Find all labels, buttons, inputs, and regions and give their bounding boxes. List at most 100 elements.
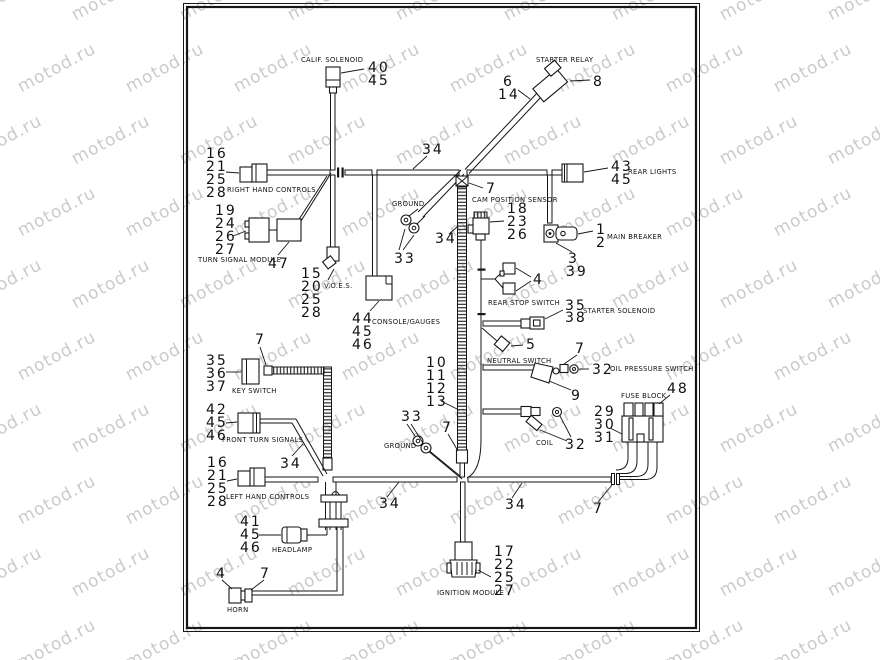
part-17: 17	[494, 544, 516, 560]
coil-label: COIL	[536, 439, 553, 447]
cam-position-sensor-label: CAM POSITION SENSOR	[472, 196, 558, 204]
turn-signal-module-label: TURN SIGNAL MODULE	[197, 256, 281, 264]
part-20: 20	[301, 279, 323, 295]
part-34-fts: 34	[280, 456, 302, 472]
part-28-rhc: 28	[206, 185, 228, 201]
part-28-voes: 28	[301, 305, 323, 321]
oil-pressure-switch-label: OIL PRESSURE SWITCH	[610, 365, 694, 373]
part-5: 5	[526, 337, 537, 353]
leader-stop-b	[515, 280, 532, 292]
part-45-console: 45	[352, 324, 374, 340]
key-switch-label: KEY SWITCH	[232, 387, 277, 395]
part-39: 39	[566, 264, 588, 280]
part-22: 22	[494, 557, 516, 573]
part-41: 41	[240, 514, 262, 530]
part-21-lhc: 21	[207, 468, 229, 484]
part-34-ribbed: 34	[435, 231, 457, 247]
part-7-top: 7	[486, 181, 497, 197]
leader-rear-lights	[583, 167, 609, 173]
leader-fts	[225, 421, 238, 424]
leader-breaker-b	[555, 242, 573, 253]
part-33-top: 33	[394, 251, 416, 267]
part-21-rhc: 21	[206, 159, 228, 175]
left-hand-controls-label: LEFT HAND CONTROLS	[226, 493, 309, 501]
leader-cam	[489, 220, 505, 223]
leader-coil-b	[559, 415, 572, 438]
leader-34-bl	[386, 481, 400, 498]
part-45-fts: 45	[206, 415, 228, 431]
leader-7-top	[468, 182, 484, 189]
front-turn-signals-label: FRONT TURN SIGNALS	[222, 436, 303, 444]
part-31: 31	[594, 430, 616, 446]
neutral-switch-label: NEUTRAL SWITCH	[487, 357, 551, 365]
part-6: 6	[503, 74, 514, 90]
front-turn-signals	[237, 412, 328, 477]
part-7-ribbed-bottom: 7	[442, 420, 453, 436]
part-8: 8	[593, 74, 604, 90]
right-hand-controls-connector	[239, 163, 268, 183]
part-36: 36	[206, 366, 228, 382]
part-3: 3	[568, 251, 579, 267]
part-7-horn: 7	[260, 566, 271, 582]
leader-7-horn	[250, 579, 265, 591]
part-4-stop: 4	[533, 272, 544, 288]
main-breaker-label: MAIN BREAKER	[607, 233, 662, 241]
starter-solenoid-connector	[482, 316, 545, 330]
part-16-lhc: 16	[207, 455, 229, 471]
part-25-ign: 25	[494, 570, 516, 586]
leader-breaker	[577, 230, 594, 235]
leader-ignition	[477, 569, 492, 578]
leader-stop-a	[515, 267, 532, 278]
leader-rhc	[225, 171, 240, 174]
rear-stop-switch-label: REAR STOP SWITCH	[488, 299, 560, 307]
leader-7-oil	[563, 354, 578, 365]
cam-position-sensor-connector	[467, 211, 490, 241]
leader-8	[569, 79, 591, 82]
leader-10-13	[440, 400, 458, 410]
part-23: 23	[507, 214, 529, 230]
horn	[228, 587, 253, 604]
horn-label: HORN	[227, 606, 248, 614]
main-harness-top-wire	[266, 167, 563, 178]
part-46-headlamp: 46	[240, 540, 262, 556]
console-gauges-label: CONSOLE/GAUGES	[372, 318, 440, 326]
main-breaker	[543, 174, 578, 243]
starter-solenoid-label: STARTER SOLENOID	[583, 307, 655, 315]
part-34-bl: 34	[379, 496, 401, 512]
leader-33d	[410, 423, 424, 444]
console-gauges	[365, 174, 393, 301]
leader-calif	[340, 68, 365, 74]
sensor-branch-wire	[466, 240, 486, 479]
part-28-lhc: 28	[207, 494, 229, 510]
leader-34-top	[412, 155, 428, 170]
leader-33b	[402, 234, 415, 251]
key-switch	[241, 358, 333, 471]
part-46-console: 46	[352, 337, 374, 353]
leader-29-31	[609, 427, 623, 435]
ground-top-label: GROUND	[392, 200, 424, 208]
rear-lights-label: REAR LIGHTS	[628, 168, 677, 176]
voes-connector	[321, 174, 340, 270]
leader-34-ribbed	[448, 226, 458, 235]
part-14: 14	[498, 87, 520, 103]
part-40: 40	[368, 60, 390, 76]
part-29: 29	[594, 404, 616, 420]
ground-bottom	[412, 435, 463, 480]
starter-relay-label: STARTER RELAY	[536, 56, 594, 64]
turn-signal-module	[244, 172, 332, 243]
leader-7-harness	[597, 484, 613, 503]
part-18: 18	[507, 201, 529, 217]
leader-48	[658, 394, 671, 405]
part-2: 2	[596, 235, 607, 251]
ignition-module	[446, 481, 481, 578]
fuse-block	[615, 402, 664, 480]
leader-console	[369, 300, 380, 312]
part-25-lhc: 25	[207, 481, 229, 497]
starter-relay-wire	[464, 91, 543, 174]
leader-solenoid	[544, 309, 564, 320]
part-46-fts: 46	[206, 428, 228, 444]
voes-label: V.O.E.S.	[324, 282, 353, 290]
leader-34-fts	[291, 443, 304, 457]
